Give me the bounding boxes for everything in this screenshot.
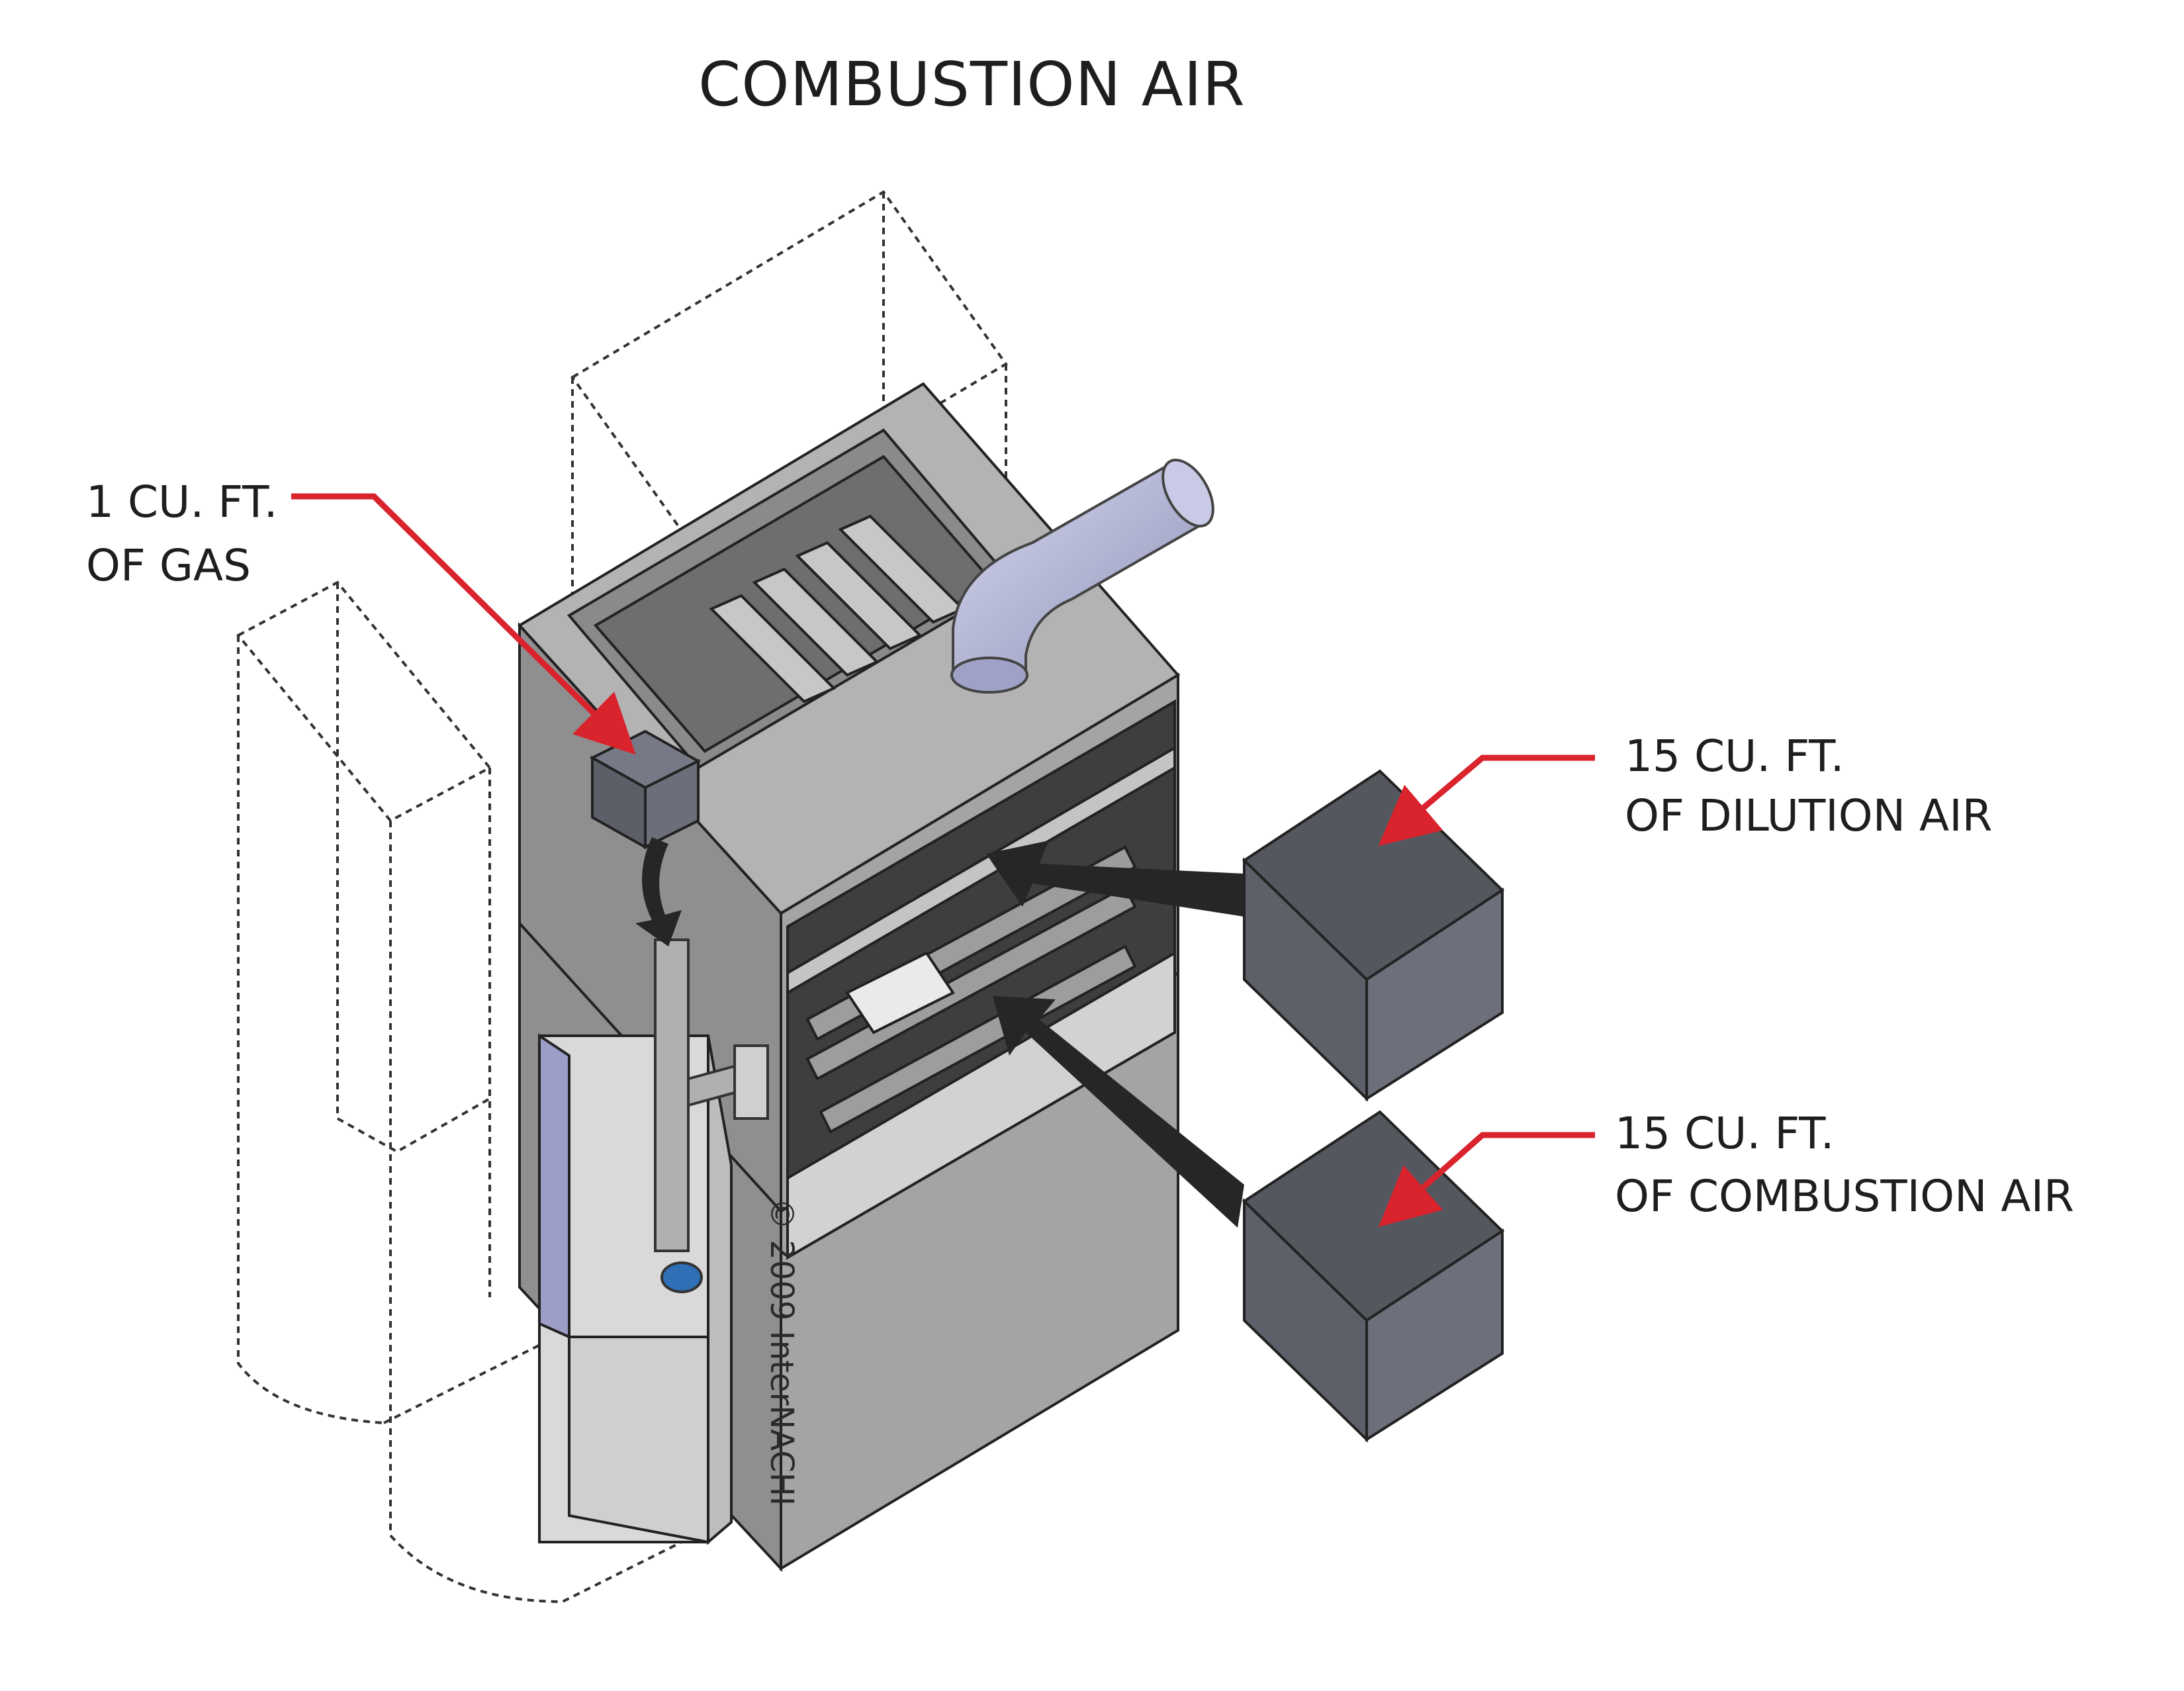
dilution-flow-arrow xyxy=(986,841,1244,917)
combustion-air-label-line2: OF COMBUSTION AIR xyxy=(1615,1171,2074,1222)
leader-lines xyxy=(291,493,1595,1227)
gas-leader-line xyxy=(291,493,636,755)
heat-exchanger xyxy=(709,514,966,704)
gas-label-line2: OF GAS xyxy=(86,540,251,591)
burner-compartment xyxy=(786,699,1176,1260)
diagram-title: COMBUSTION AIR xyxy=(698,49,1246,120)
dashed-outline-left xyxy=(236,580,722,1604)
dilution-air-label-line2: OF DILUTION AIR xyxy=(1625,790,1993,841)
combustion-flow-arrow xyxy=(993,996,1244,1228)
dilution-air-label-line1: 15 CU. FT. xyxy=(1625,731,1844,782)
copyright-text: © 2009 InterNACHI xyxy=(763,1198,800,1506)
gas-label-line1: 1 CU. FT. xyxy=(86,477,278,527)
dilution-leader-line xyxy=(1378,754,1595,846)
flow-arrows xyxy=(635,837,1244,1228)
combustion-air-cube xyxy=(1242,1110,1505,1443)
top-opening xyxy=(567,428,1015,770)
gas-line xyxy=(654,938,769,1293)
gas-valve xyxy=(845,951,955,1034)
dilution-air-cube xyxy=(1242,769,1505,1102)
flue-pipe xyxy=(950,459,1214,694)
combustion-air-label-line1: 15 CU. FT. xyxy=(1615,1108,1835,1159)
combustion-leader-line xyxy=(1379,1132,1595,1227)
gas-flow-arrow xyxy=(635,837,682,946)
access-opening xyxy=(538,1033,733,1545)
